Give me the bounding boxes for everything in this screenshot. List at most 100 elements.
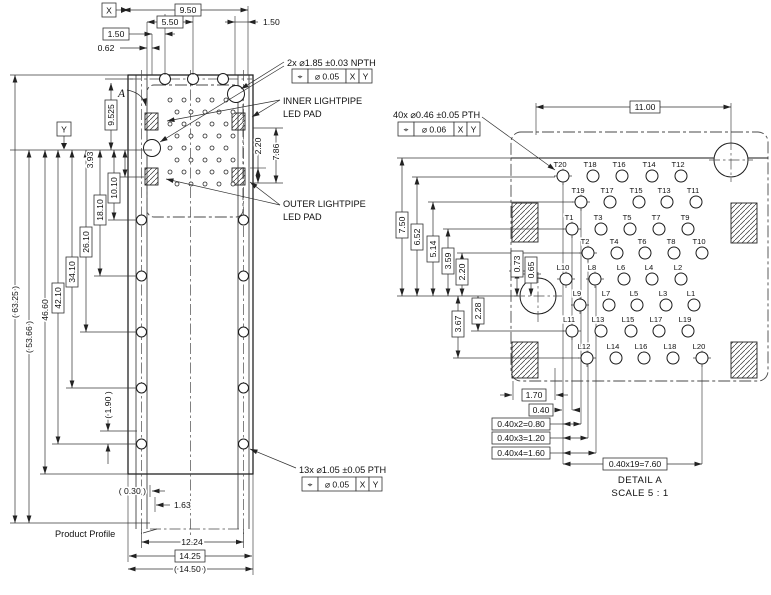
svg-text:L10: L10	[557, 263, 570, 272]
svg-text:L14: L14	[607, 342, 620, 351]
detail-extension-lines	[397, 103, 732, 464]
svg-text:⌀ 0.06: ⌀ 0.06	[422, 125, 447, 135]
svg-text:Product Profile: Product Profile	[55, 529, 115, 539]
svg-text:3.93: 3.93	[85, 151, 95, 168]
svg-text:2.28: 2.28	[473, 302, 483, 319]
svg-text:18.10: 18.10	[95, 199, 105, 221]
datum-y: Y	[56, 121, 72, 150]
detail-pads	[511, 202, 758, 379]
dim-14-25: 14.25	[174, 549, 206, 563]
detail-holes	[556, 169, 709, 365]
datum-x: X	[101, 2, 128, 18]
svg-text:T9: T9	[681, 213, 690, 222]
svg-text:0.40x4=1.60: 0.40x4=1.60	[497, 448, 545, 458]
svg-text:L18: L18	[664, 342, 677, 351]
svg-text:T1: T1	[565, 213, 574, 222]
svg-text:LED PAD: LED PAD	[283, 212, 322, 222]
svg-text:L7: L7	[602, 289, 610, 298]
svg-text:⌀ 0.05: ⌀ 0.05	[315, 72, 340, 82]
svg-text:L11: L11	[563, 315, 575, 324]
dim-9-50: 9.50	[174, 3, 202, 17]
svg-text:3.67: 3.67	[453, 315, 463, 332]
lightpipe-pads	[144, 112, 246, 186]
svg-text:T15: T15	[629, 186, 642, 195]
dim-3-59: 3.59	[441, 247, 455, 275]
detail-a-marker: A	[117, 88, 126, 100]
inner-pad-left	[144, 112, 159, 131]
svg-text:OUTER LIGHTPIPE: OUTER LIGHTPIPE	[283, 199, 366, 209]
svg-text:0.73: 0.73	[512, 255, 522, 272]
svg-text:26.10: 26.10	[81, 231, 91, 253]
svg-text:T17: T17	[600, 186, 613, 195]
svg-text:L6: L6	[617, 263, 625, 272]
pth40-note: 40x ⌀0.46 ±0.05 PTH	[393, 110, 480, 120]
svg-text:6.52: 6.52	[412, 228, 422, 245]
dim-2-28: 2.28	[471, 297, 485, 325]
svg-text:T2: T2	[581, 237, 590, 246]
hole-dot-grid	[167, 97, 236, 187]
svg-text:1.70: 1.70	[526, 390, 543, 400]
dim-9-525: 9.525	[104, 99, 118, 131]
svg-text:0.40: 0.40	[533, 405, 550, 415]
dim-0-30: ( 0.30 )	[119, 486, 146, 496]
svg-text:0.40x19=7.60: 0.40x19=7.60	[609, 459, 662, 469]
svg-text:T7: T7	[652, 213, 661, 222]
datum-x-label: X	[106, 6, 112, 16]
svg-text:T3: T3	[594, 213, 603, 222]
svg-text:T10: T10	[692, 237, 705, 246]
dim-1-90: ( 1.90 )	[101, 390, 114, 421]
dim-26-10: 26.10	[79, 226, 93, 258]
svg-text:X: X	[350, 72, 356, 82]
dim-14-50: ( 14.50 )	[174, 564, 206, 574]
svg-text:T6: T6	[638, 237, 647, 246]
svg-text:( 63.25 ): ( 63.25 )	[10, 286, 20, 318]
svg-text:5.14: 5.14	[428, 240, 438, 257]
svg-text:5.50: 5.50	[162, 17, 179, 27]
dim-0-40x2: 0.40x2=0.80	[491, 417, 551, 431]
dim-34-10: 34.10	[65, 256, 79, 288]
svg-text:T16: T16	[612, 160, 625, 169]
dim-0-40x19: 0.40x19=7.60	[602, 457, 668, 471]
svg-text:X: X	[360, 480, 366, 490]
callout-pth: 13x ⌀1.05 ±0.05 PTH ⌖ ⌀ 0.05 X Y	[249, 448, 388, 492]
svg-text:T12: T12	[671, 160, 684, 169]
svg-text:0.65: 0.65	[526, 261, 536, 278]
svg-text:T14: T14	[642, 160, 655, 169]
svg-text:14.25: 14.25	[179, 551, 201, 561]
datum-y-triangle	[61, 143, 67, 150]
svg-text:( 1.90 ): ( 1.90 )	[103, 391, 113, 418]
svg-text:X: X	[458, 125, 464, 135]
svg-text:T4: T4	[610, 237, 619, 246]
svg-text:L9: L9	[573, 289, 581, 298]
dim-1-50-left: 1.50	[102, 27, 130, 41]
svg-text:L17: L17	[650, 315, 663, 324]
callout-40x-pth: 40x ⌀0.46 ±0.05 PTH ⌖ ⌀ 0.06 X Y	[391, 108, 556, 171]
position-symbol: ⌖	[308, 480, 313, 490]
svg-text:INNER LIGHTPIPE: INNER LIGHTPIPE	[283, 96, 362, 106]
svg-text:2.20: 2.20	[253, 137, 263, 154]
dim-7-86: 7.86	[269, 142, 282, 162]
dim-7-50: 7.50	[395, 211, 409, 239]
position-symbol: ⌖	[298, 72, 303, 82]
position-symbol: ⌖	[404, 125, 409, 135]
svg-text:L8: L8	[588, 263, 596, 272]
dim-5-14: 5.14	[426, 235, 440, 263]
callout-outer-pad: OUTER LIGHTPIPE LED PAD	[165, 178, 367, 224]
dim-12-24: 12.24	[181, 537, 203, 547]
dim-1-50-right: 1.50	[263, 17, 280, 27]
left-view-drawing: X Y A 9.50 5.50 1.50 1.50 0.62	[8, 2, 388, 576]
svg-text:L15: L15	[622, 315, 635, 324]
svg-text:L12: L12	[578, 342, 591, 351]
detail-a-boundary	[146, 84, 244, 218]
svg-text:T20: T20	[553, 160, 566, 169]
svg-text:( 53.66 ): ( 53.66 )	[24, 321, 34, 353]
dim-63-25: ( 63.25 )	[8, 284, 21, 319]
svg-text:9.50: 9.50	[180, 5, 197, 15]
svg-text:T13: T13	[657, 186, 670, 195]
svg-text:L20: L20	[693, 342, 706, 351]
svg-text:LED PAD: LED PAD	[283, 109, 322, 119]
dim-2-20-left-view: 2.20	[251, 136, 264, 156]
svg-text:T8: T8	[667, 237, 676, 246]
svg-text:T11: T11	[687, 186, 700, 195]
